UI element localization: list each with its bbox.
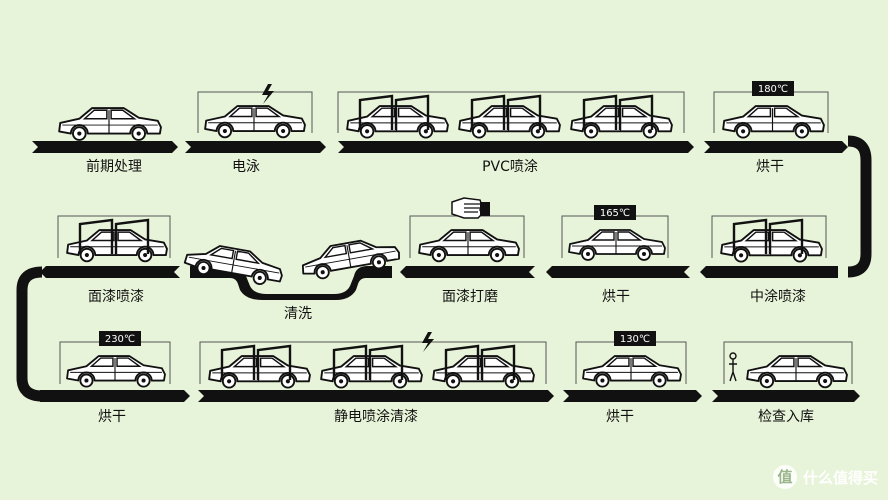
washing-cars: [182, 233, 403, 289]
oven-bake1: 180℃: [713, 81, 829, 139]
label-inspection: 检查入库: [758, 409, 814, 425]
lightning-icon: [422, 332, 434, 352]
person-icon: [729, 352, 737, 382]
label-bake1: 烘干: [756, 159, 784, 175]
row2-belt: [40, 266, 838, 300]
booth-electrophoresis: [197, 84, 313, 139]
oven-bake2: 165℃: [561, 205, 669, 261]
label-electrophoresis: 电泳: [232, 159, 260, 175]
temp-label-bake2: 165℃: [600, 208, 630, 219]
label-pretreat: 前期处理: [86, 159, 142, 175]
car-pretreat: [58, 107, 162, 141]
oven-bake4: 130℃: [575, 331, 687, 388]
watermark: 值 什么值得买: [772, 464, 878, 490]
booth-pvc: [337, 91, 685, 139]
label-electrostatic: 静电喷涂清漆: [334, 409, 418, 425]
temp-label-bake1: 180℃: [758, 84, 788, 95]
label-primer: 中涂喷漆: [750, 289, 806, 305]
label-washing: 清洗: [284, 306, 312, 322]
label-topcoat: 面漆喷漆: [88, 289, 144, 305]
booth-electrostatic: [199, 332, 547, 389]
label-bake2: 烘干: [602, 289, 630, 305]
watermark-logo-icon: 值: [772, 465, 797, 489]
temp-label-bake4: 130℃: [620, 334, 650, 345]
connector-right: [847, 135, 872, 278]
oven-bake3: 230℃: [59, 331, 171, 388]
row3-belt: [40, 390, 860, 402]
lightning-icon: [262, 84, 274, 104]
booth-sanding: [409, 197, 525, 263]
label-pvc: PVC喷涂: [482, 159, 538, 175]
label-bake3: 烘干: [98, 409, 126, 425]
booth-primer: [711, 215, 827, 263]
label-bake4: 烘干: [606, 409, 634, 425]
glove-icon: [451, 197, 490, 219]
row1-belt: [32, 141, 848, 153]
booth-topcoat: [57, 215, 171, 263]
booth-inspection: [723, 341, 853, 389]
label-sanding: 面漆打磨: [442, 289, 498, 305]
connector-left: [16, 266, 43, 402]
temp-label-bake3: 230℃: [105, 334, 135, 345]
watermark-text: 什么值得买: [802, 468, 878, 487]
